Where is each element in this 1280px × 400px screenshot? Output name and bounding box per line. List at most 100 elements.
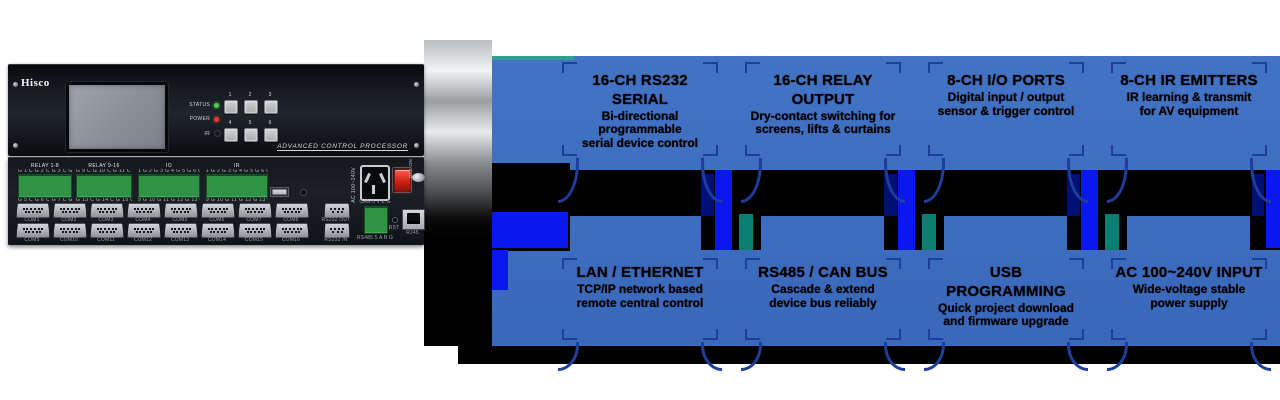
reset-label: RST: [388, 225, 400, 231]
teal-bar: [739, 214, 753, 250]
brand-logo: Hisco: [21, 77, 50, 89]
feature-line: Dry-contact switching for: [750, 108, 896, 123]
com-port-label: COM2: [61, 217, 77, 223]
com-port: [238, 203, 272, 218]
feature-line: TCP/IP network based: [577, 281, 703, 296]
terminal-group-io: IO 1 G 2 G 3 G 4 G 5 G 6 G 7 G 8 G 9 G 1…: [138, 163, 200, 203]
teal-bar: [1105, 214, 1119, 250]
lcd-screen: [66, 82, 168, 152]
com-port-label: COM14: [207, 237, 227, 243]
corner-bracket-icon: [886, 62, 901, 73]
feature-line: screens, lifts & curtains: [755, 122, 891, 137]
corner-bracket-icon: [1069, 145, 1084, 156]
corner-bracket-icon: [1111, 258, 1126, 269]
corner-bracket-icon: [562, 258, 577, 269]
panel-button-1: [224, 100, 238, 114]
rs485-label: RS485 5 A B G: [356, 235, 394, 241]
reset-button: [392, 217, 398, 223]
feature-callout: RS485 / CAN BUS Cascade & extend device …: [741, 258, 905, 371]
com-port-label: COM6: [209, 217, 225, 223]
can-rs485-block: [364, 206, 388, 234]
feature-text: 16-CH RELAY OUTPUT Dry-contact switching…: [749, 72, 897, 137]
rs232-in-label: RS232 IN: [324, 237, 348, 243]
pin-numbers: 1 G 2 G 3 G 4 G 5 G 6 G 7 G 8 G: [138, 169, 200, 174]
corner-bracket-icon: [886, 329, 901, 340]
ac-voltage-label: AC 100~240V: [351, 167, 357, 203]
terminal-label: RELAY 1-8: [30, 163, 60, 169]
device-tagline: ADVANCED CONTROL PROCESSOR: [277, 142, 408, 151]
com-port-label: COM7: [246, 217, 262, 223]
rs232-out-label: RS232 OUT: [321, 217, 351, 223]
indicator-label: POWER: [189, 116, 210, 122]
com-port-label: COM13: [170, 237, 190, 243]
feature-callout: 8-CH I/O PORTS Digital input / output se…: [924, 62, 1088, 203]
ac-power-inlet: [360, 165, 390, 201]
device-rear-panel: RELAY 1-8 G 1 C G 2 C G 3 C G 4 C G 5 C …: [8, 157, 425, 245]
indicator-status: STATUS: [184, 102, 219, 108]
pin-numbers: 1 G 2 G 3 G 4 G 5 G 6 G 7 G 8 G: [206, 169, 268, 174]
com-port: [90, 223, 124, 238]
feature-text: AC 100~240V INPUT Wide-voltage stable po…: [1115, 264, 1263, 310]
com-port-label: COM1: [24, 217, 40, 223]
com-port-label: COM3: [98, 217, 114, 223]
usb-port: [270, 187, 289, 197]
panel-button-3: [264, 100, 278, 114]
corner-bracket-icon: [1252, 329, 1267, 340]
corner-bracket-icon: [928, 329, 943, 340]
device-front-panel: Hisco STATUS POWER IR 1 2 3 4 5 6 ADVANC…: [8, 64, 424, 156]
feature-line: serial device control: [581, 136, 699, 151]
corner-bracket-icon: [928, 145, 943, 156]
feature-line: Wide-voltage stable: [1132, 281, 1246, 296]
screw-icon: [13, 82, 18, 87]
corner-bracket-icon: [703, 258, 718, 269]
corner-bracket-icon: [703, 62, 718, 73]
corner-bracket-icon: [928, 62, 943, 73]
corner-bracket-icon: [745, 145, 760, 156]
button-number: 5: [248, 120, 252, 126]
feature-heading: AC 100~240V INPUT: [1115, 264, 1263, 281]
terminal-group-relay1: RELAY 1-8 G 1 C G 2 C G 3 C G 4 C G 5 C …: [18, 163, 72, 203]
corner-bracket-icon: [562, 62, 577, 73]
feature-line: and firmware upgrade: [943, 314, 1069, 329]
terminal-label: IO: [165, 163, 173, 169]
power-led-icon: [214, 116, 219, 122]
com-port: [201, 203, 235, 218]
com-port: [16, 223, 50, 238]
pin-numbers: G 13 C G 14 C G 15 C G 16 C: [76, 198, 132, 203]
panel-button-4: [224, 128, 238, 142]
com-port-label: COM8: [283, 217, 299, 223]
status-led-icon: [214, 102, 219, 108]
com-port-label: COM11: [97, 237, 115, 243]
com-port: [275, 203, 309, 218]
terminal-block: [138, 174, 200, 198]
feature-text: LAN / ETHERNET TCP/IP network based remo…: [566, 264, 714, 310]
button-number: 3: [268, 92, 272, 98]
feature-line: device bus reliably: [769, 295, 877, 310]
pin-numbers: 9 G 10 G 11 G 12 G 13 G 14 G 15 G 16 G: [206, 198, 268, 203]
terminal-label: RELAY 9-16: [88, 163, 120, 169]
bright-blue-patch: [492, 212, 568, 248]
corner-bracket-icon: [1111, 62, 1126, 73]
indicator-label: IR: [204, 130, 210, 137]
panel-button-2: [244, 100, 258, 114]
corner-bracket-icon: [1252, 258, 1267, 269]
corner-bracket-icon: [745, 62, 760, 73]
power-switch: [392, 167, 412, 193]
screw-icon: [414, 82, 419, 87]
com-port-label: COM15: [244, 237, 264, 243]
brace-hook-icon: [884, 342, 905, 371]
terminal-group-relay2: RELAY 9-16 G 9 C G 10 C G 11 C G 12 C G …: [76, 163, 132, 203]
com-port-label: COM12: [133, 237, 153, 243]
corner-bracket-icon: [562, 329, 577, 340]
feature-callout: 8-CH IR EMITTERS IR learning & transmit …: [1107, 62, 1271, 203]
com-port: [53, 203, 87, 218]
com-port: [53, 223, 87, 238]
corner-bracket-icon: [1111, 329, 1126, 340]
photo-shadow: [424, 40, 492, 346]
com-port: [201, 223, 235, 238]
pin-numbers: 9 G 10 G 11 G 12 G 13 G 14 G 15 G 16 G: [138, 198, 200, 203]
feature-text: 16-CH RS232 SERIAL Bi-directional progra…: [566, 72, 714, 151]
feature-line: for AV equipment: [1139, 103, 1239, 118]
button-number: 1: [228, 92, 232, 98]
corner-bracket-icon: [745, 329, 760, 340]
